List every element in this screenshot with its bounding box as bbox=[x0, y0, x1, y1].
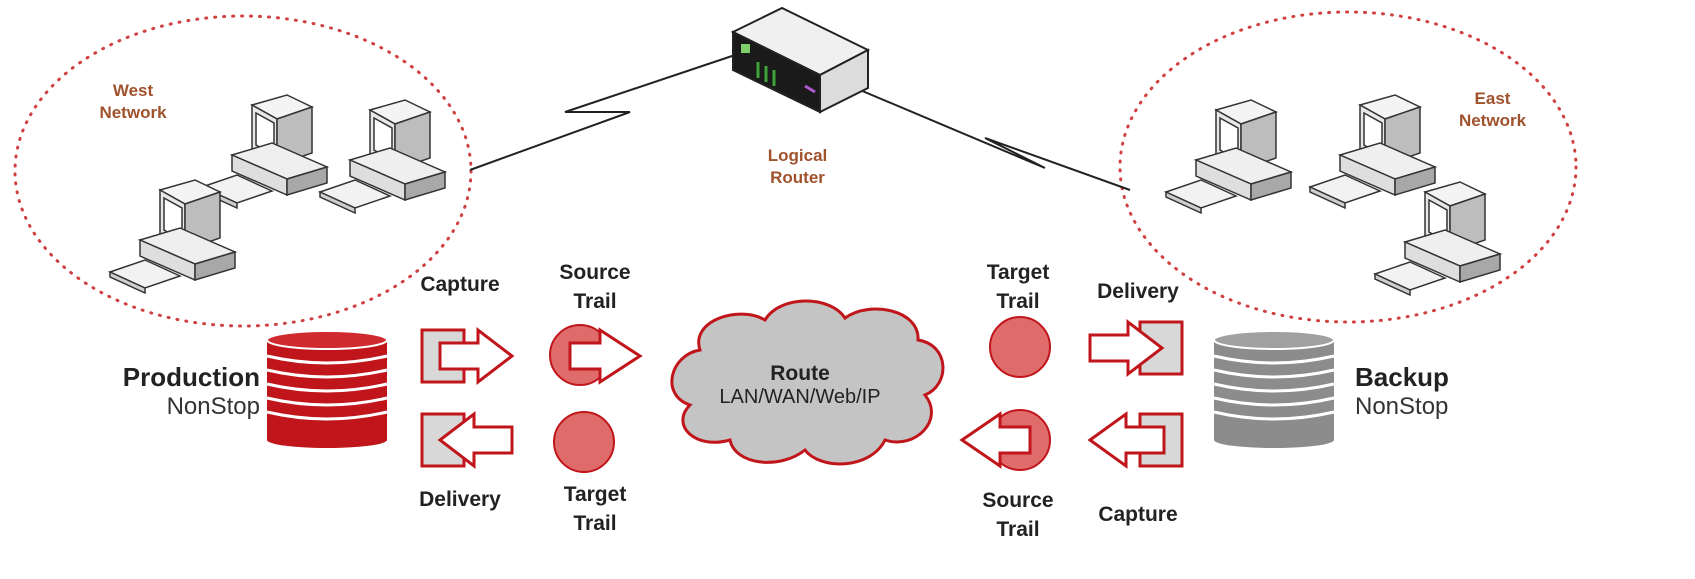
east-pc-3-icon bbox=[1374, 181, 1501, 296]
east-router-link bbox=[859, 89, 1131, 191]
left-source-trail-icon bbox=[549, 324, 643, 386]
route-cloud-label: Route LAN/WAN/Web/IP bbox=[719, 362, 881, 408]
router-icon bbox=[730, 6, 871, 114]
route-cloud-icon bbox=[670, 299, 945, 466]
right-capture-label: Capture bbox=[1098, 503, 1178, 526]
east-pc-2-icon bbox=[1309, 94, 1436, 209]
right-capture-process-icon bbox=[1087, 411, 1184, 469]
west-network-boundary bbox=[13, 14, 473, 328]
left-delivery-process-icon bbox=[420, 410, 514, 470]
production-label: Production NonStop bbox=[122, 362, 260, 420]
west-pc-3-icon bbox=[109, 179, 236, 294]
west-network-label: West Network bbox=[99, 81, 167, 122]
left-delivery-label: Delivery bbox=[419, 488, 501, 511]
right-target-trail-label: Target Trail bbox=[986, 261, 1050, 313]
right-target-trail-icon bbox=[989, 316, 1051, 378]
production-database-icon bbox=[266, 330, 388, 448]
right-delivery-process-icon bbox=[1088, 318, 1184, 378]
backup-label: Backup NonStop bbox=[1355, 362, 1449, 420]
left-capture-process-icon bbox=[420, 326, 515, 386]
west-pc-2-icon bbox=[319, 99, 446, 214]
right-source-trail-icon bbox=[959, 409, 1051, 471]
left-capture-label: Capture bbox=[420, 273, 500, 296]
west-router-link bbox=[469, 54, 736, 171]
east-network-label: East Network bbox=[1458, 89, 1527, 130]
left-target-trail-icon bbox=[553, 411, 615, 473]
left-target-trail-label: Target Trail bbox=[563, 483, 627, 535]
right-delivery-label: Delivery bbox=[1097, 280, 1179, 303]
left-source-trail-label: Source Trail bbox=[559, 261, 631, 313]
router-label: Logical Router bbox=[767, 146, 828, 187]
east-network-boundary bbox=[1118, 10, 1578, 324]
east-pc-1-icon bbox=[1165, 99, 1292, 214]
backup-database-icon bbox=[1213, 330, 1335, 448]
right-source-trail-label: Source Trail bbox=[982, 489, 1054, 541]
